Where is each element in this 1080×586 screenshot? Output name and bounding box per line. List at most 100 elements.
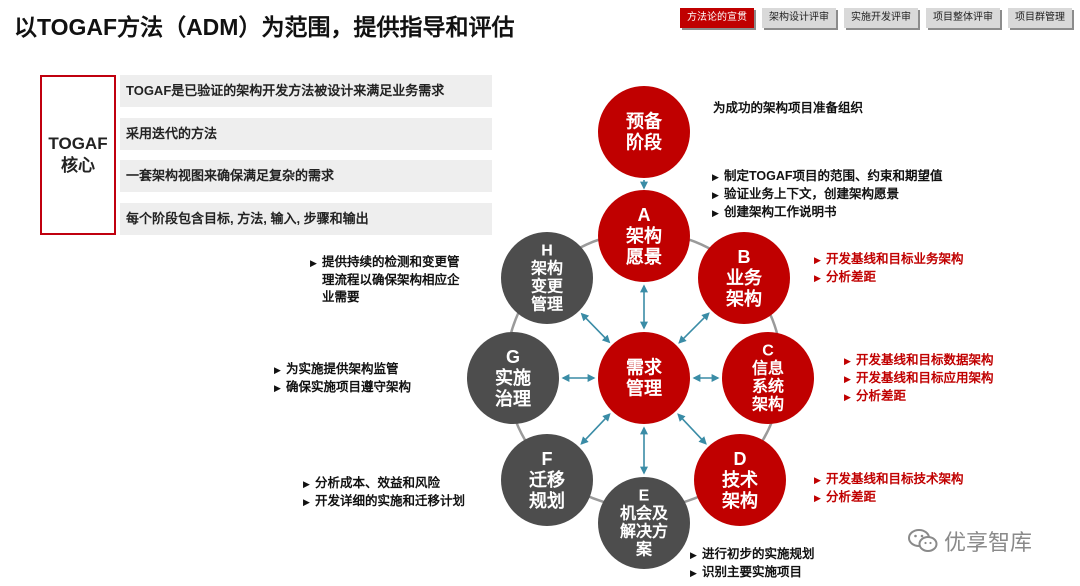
desc-line: 为实施提供架构监管 <box>286 362 399 376</box>
bullet-icon: ▶ <box>274 365 281 375</box>
phase-label-line: 解决方 <box>620 522 668 541</box>
phase-label-line: 技术 <box>722 469 758 490</box>
phase-circle <box>598 332 690 424</box>
desc-phase-d: ▶开发基线和目标技术架构 ▶分析差距 <box>814 471 964 507</box>
phase-label-line: 规划 <box>529 490 565 511</box>
bullet-icon: ▶ <box>690 568 697 578</box>
bullet-icon: ▶ <box>844 374 851 384</box>
desc-phase-c: ▶开发基线和目标数据架构 ▶开发基线和目标应用架构 ▶分析差距 <box>844 352 994 406</box>
phase-label-line: C <box>762 343 774 360</box>
core-item: 采用迭代的方法 <box>120 117 492 150</box>
phase-label-line: 实施 <box>495 367 531 388</box>
phase-label-line: 管理 <box>531 295 563 314</box>
desc-line: 识别主要实施项目 <box>702 565 803 579</box>
phase-label-line: 阶段 <box>626 132 663 153</box>
phase-circle <box>598 190 690 282</box>
arrow-req-d <box>677 413 707 445</box>
core-label-line2: 核心 <box>61 156 95 175</box>
phase-label-line: 治理 <box>495 388 531 409</box>
phase-label-line: 需求 <box>626 357 663 378</box>
bullet-icon: ▶ <box>712 208 719 218</box>
desc-line: 理流程以确保架构相应企 <box>322 273 460 287</box>
desc-line: 开发基线和目标业务架构 <box>826 252 964 266</box>
phase-circle <box>698 232 790 324</box>
tab-architecture-review[interactable]: 架构设计评审 <box>762 8 836 28</box>
bullet-icon: ▶ <box>274 383 281 393</box>
core-item: TOGAF是已验证的架构开发方法被设计来满足业务需求 <box>120 75 492 107</box>
desc-line: 开发基线和目标技术架构 <box>826 472 964 486</box>
phase-label-line: 信息 <box>752 359 784 378</box>
desc-phase-f: ▶分析成本、效益和风险 ▶开发详细的实施和迁移计划 <box>303 475 465 511</box>
bullet-icon: ▶ <box>303 497 310 507</box>
desc-line: 提供持续的检测和变更管 <box>322 255 460 269</box>
phase-label-line: E <box>639 488 650 505</box>
phase-circle <box>722 332 814 424</box>
desc-line: 为成功的架构项目准备组织 <box>713 101 864 115</box>
desc-line: 验证业务上下文，创建架构愿景 <box>724 187 900 201</box>
bullet-icon: ▶ <box>690 550 697 560</box>
bullet-icon: ▶ <box>814 255 821 265</box>
desc-line: 开发详细的实施和迁移计划 <box>315 494 466 508</box>
phase-label-line: 系统 <box>752 377 784 396</box>
tab-implementation-review[interactable]: 实施开发评审 <box>844 8 918 28</box>
desc-line: 制定TOGAF项目的范围、约束和期望值 <box>724 169 943 183</box>
bullet-icon: ▶ <box>814 273 821 283</box>
bullet-icon: ▶ <box>303 479 310 489</box>
desc-line: 分析差距 <box>826 490 877 504</box>
desc-phase-a: ▶制定TOGAF项目的范围、约束和期望值 ▶验证业务上下文，创建架构愿景 ▶创建… <box>712 168 943 222</box>
phase-circle <box>598 477 690 569</box>
arrow-req-b <box>678 312 710 344</box>
phase-label-line: G <box>506 347 520 367</box>
desc-phase-h: ▶ 提供持续的检测和变更管 理流程以确保架构相应企 业需要 <box>310 254 460 306</box>
bullet-icon: ▶ <box>712 172 719 182</box>
phase-label-line: 架构 <box>751 395 784 414</box>
core-label-line1: TOGAF <box>48 134 108 153</box>
desc-prelim: 为成功的架构项目准备组织 <box>713 100 863 117</box>
desc-line: 分析差距 <box>826 270 877 284</box>
watermark: 优享智库 <box>908 525 1032 557</box>
phase-label-line: H <box>541 243 553 260</box>
phase-label-line: 机会及 <box>620 504 669 523</box>
bullet-icon: ▶ <box>310 258 317 268</box>
phase-label-line: 架构 <box>726 288 762 309</box>
phase-circle <box>501 232 593 324</box>
bullet-icon: ▶ <box>814 475 821 485</box>
tab-methodology[interactable]: 方法论的宣贯 <box>680 8 754 28</box>
desc-phase-e: ▶ 进行初步的实施规划 ▶ 识别主要实施项目 <box>690 546 815 582</box>
phase-label-line: 预备 <box>626 111 663 132</box>
desc-line: 进行初步的实施规划 <box>702 547 815 561</box>
connector-arrows <box>561 180 720 475</box>
arrow-req-h <box>580 312 611 344</box>
phase-label-line: 架构 <box>722 490 758 511</box>
tab-project-review[interactable]: 项目整体评审 <box>926 8 1000 28</box>
phase-circle <box>598 86 690 178</box>
tab-program-management[interactable]: 项目群管理 <box>1008 8 1072 28</box>
desc-line: 业需要 <box>322 290 360 304</box>
phase-label-line: 架构 <box>530 259 563 278</box>
core-list: TOGAF是已验证的架构开发方法被设计来满足业务需求 采用迭代的方法 一套架构视… <box>120 75 492 245</box>
bullet-icon: ▶ <box>844 356 851 366</box>
phase-circle <box>467 332 559 424</box>
phase-label-line: F <box>542 449 553 469</box>
phase-circle <box>501 434 593 526</box>
phase-label-line: 变更 <box>531 277 564 296</box>
watermark-text: 优享智库 <box>944 530 1033 555</box>
core-item: 每个阶段包含目标, 方法, 输入, 步骤和输出 <box>120 202 492 235</box>
desc-phase-g: ▶为实施提供架构监管 ▶确保实施项目遵守架构 <box>274 361 411 397</box>
desc-line: 分析差距 <box>856 389 907 403</box>
tab-bar: 方法论的宣贯 架构设计评审 实施开发评审 项目整体评审 项目群管理 <box>680 8 1072 28</box>
phase-label-line: B <box>738 247 751 267</box>
phase-label-line: 案 <box>635 540 653 559</box>
core-item: 一套架构视图来确保满足复杂的需求 <box>120 160 492 192</box>
